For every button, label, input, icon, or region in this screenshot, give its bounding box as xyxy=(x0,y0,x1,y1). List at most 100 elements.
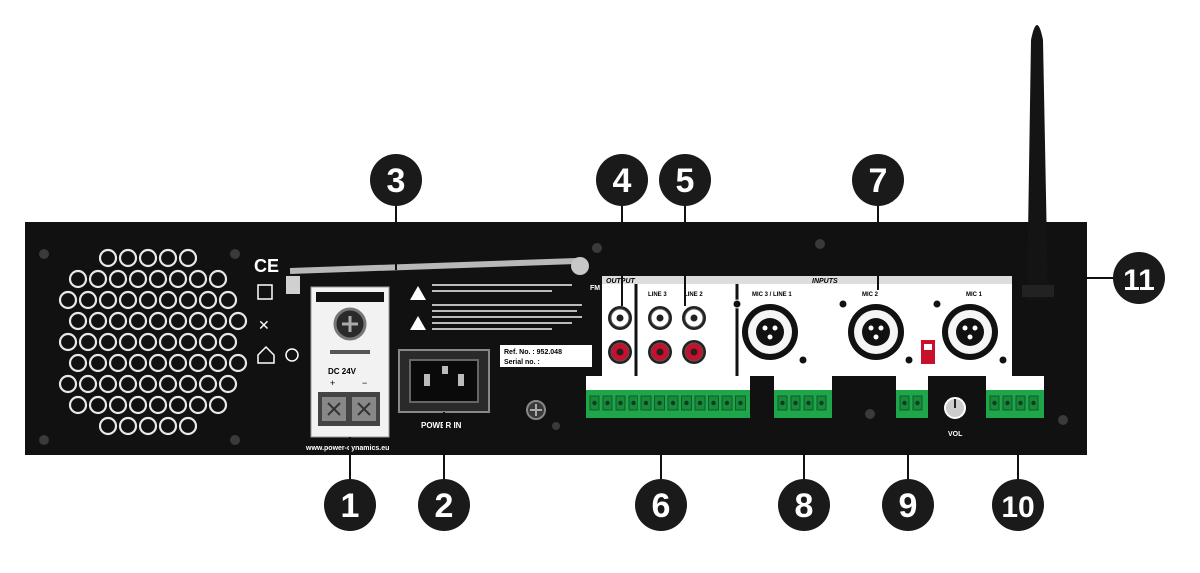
dc-power-input: DC 24V + − xyxy=(310,286,390,438)
ce-mark: CE xyxy=(254,256,279,276)
callout-8: 8 xyxy=(778,479,830,531)
fm-antenna-rod xyxy=(286,257,589,294)
vent-hole xyxy=(168,395,188,415)
fm-label: FM xyxy=(590,285,600,292)
line2-label: LINE 2 xyxy=(684,292,703,298)
vent-hole xyxy=(88,353,108,373)
vent-hole xyxy=(188,311,208,331)
output-label: OUTPUT xyxy=(606,278,636,285)
terminal-block xyxy=(896,376,928,418)
vent-hole xyxy=(198,290,218,310)
vent-hole xyxy=(178,290,198,310)
vent-hole xyxy=(188,353,208,373)
callout-9: 9 xyxy=(882,479,934,531)
callout-number: 3 xyxy=(387,162,406,200)
callout-4: 4 xyxy=(596,154,648,206)
vent-hole xyxy=(188,395,208,415)
vent-hole xyxy=(228,311,248,331)
vent-hole xyxy=(128,311,148,331)
terminal-block xyxy=(638,376,750,418)
callout-number: 4 xyxy=(613,162,632,200)
callout-6: 6 xyxy=(635,479,687,531)
callout-7: 7 xyxy=(852,154,904,206)
vent-hole xyxy=(208,311,228,331)
vent-hole xyxy=(138,290,158,310)
leader-lines xyxy=(349,205,1115,480)
callout-number: 10 xyxy=(1001,491,1034,524)
dip-switches xyxy=(921,340,935,364)
vent-hole xyxy=(68,395,88,415)
vent-hole xyxy=(148,311,168,331)
callout-number: 6 xyxy=(652,487,671,525)
vent-hole xyxy=(128,269,148,289)
callout-number: 1 xyxy=(341,487,360,525)
rca-jack xyxy=(648,340,672,364)
callout-3: 3 xyxy=(370,154,422,206)
rca-jack xyxy=(682,340,706,364)
mic3-line1-label: MIC 3 / LINE 1 xyxy=(752,292,792,298)
xlr-combo-jack xyxy=(838,299,914,365)
ventilation-grid xyxy=(58,248,248,436)
power-in-label: POWER IN xyxy=(421,421,462,430)
callout-2: 2 xyxy=(418,479,470,531)
wifi-antenna xyxy=(1022,25,1054,300)
ref-no: Ref. No. : 952.048 xyxy=(504,349,562,356)
ref-serial-label: Ref. No. : 952.048 Serial no. : xyxy=(500,345,592,367)
xlr-combo-jack xyxy=(932,299,1008,365)
compliance-icons: CE ✕ xyxy=(254,256,299,364)
vent-hole xyxy=(58,290,78,310)
vent-hole xyxy=(168,353,188,373)
rca-jack xyxy=(682,306,706,330)
vent-hole xyxy=(158,332,178,352)
dc-minus: − xyxy=(362,378,367,388)
vent-hole xyxy=(148,395,168,415)
vent-hole xyxy=(178,374,198,394)
warning-label xyxy=(400,278,590,336)
volume-knob: VOL xyxy=(944,397,966,438)
vent-hole xyxy=(58,374,78,394)
callout-10: 10 xyxy=(992,479,1044,531)
vent-hole xyxy=(78,290,98,310)
vent-hole xyxy=(138,248,158,268)
svg-text:✕: ✕ xyxy=(258,317,270,333)
callout-5: 5 xyxy=(659,154,711,206)
vent-hole xyxy=(118,290,138,310)
vent-hole xyxy=(68,353,88,373)
rca-jack xyxy=(648,306,672,330)
vent-hole xyxy=(158,374,178,394)
vent-hole xyxy=(158,290,178,310)
vent-hole xyxy=(108,353,128,373)
vent-hole xyxy=(108,311,128,331)
vent-hole xyxy=(208,395,228,415)
vent-hole xyxy=(148,269,168,289)
vent-hole xyxy=(178,332,198,352)
vent-hole xyxy=(98,374,118,394)
vent-hole xyxy=(168,269,188,289)
vent-hole xyxy=(168,311,188,331)
vent-hole xyxy=(208,269,228,289)
callout-1: 1 xyxy=(324,479,376,531)
website-url: www.power-dynamics.eu xyxy=(305,445,389,452)
vent-hole xyxy=(158,248,178,268)
vent-hole xyxy=(108,395,128,415)
vent-hole xyxy=(158,416,178,436)
vent-hole xyxy=(118,248,138,268)
vent-hole xyxy=(218,332,238,352)
callout-number: 7 xyxy=(869,162,888,200)
vent-hole xyxy=(78,332,98,352)
terminal-block xyxy=(774,376,832,418)
mic1-label: MIC 1 xyxy=(966,292,983,298)
vent-hole xyxy=(228,353,248,373)
xlr-combo-jacks xyxy=(732,299,1008,365)
vent-hole xyxy=(68,269,88,289)
vent-hole xyxy=(138,332,158,352)
vent-hole xyxy=(218,374,238,394)
vent-hole xyxy=(58,332,78,352)
vent-hole xyxy=(118,416,138,436)
vent-hole xyxy=(88,395,108,415)
line3-label: LINE 3 xyxy=(648,292,667,298)
iec-power-inlet: POWER IN xyxy=(398,349,490,430)
